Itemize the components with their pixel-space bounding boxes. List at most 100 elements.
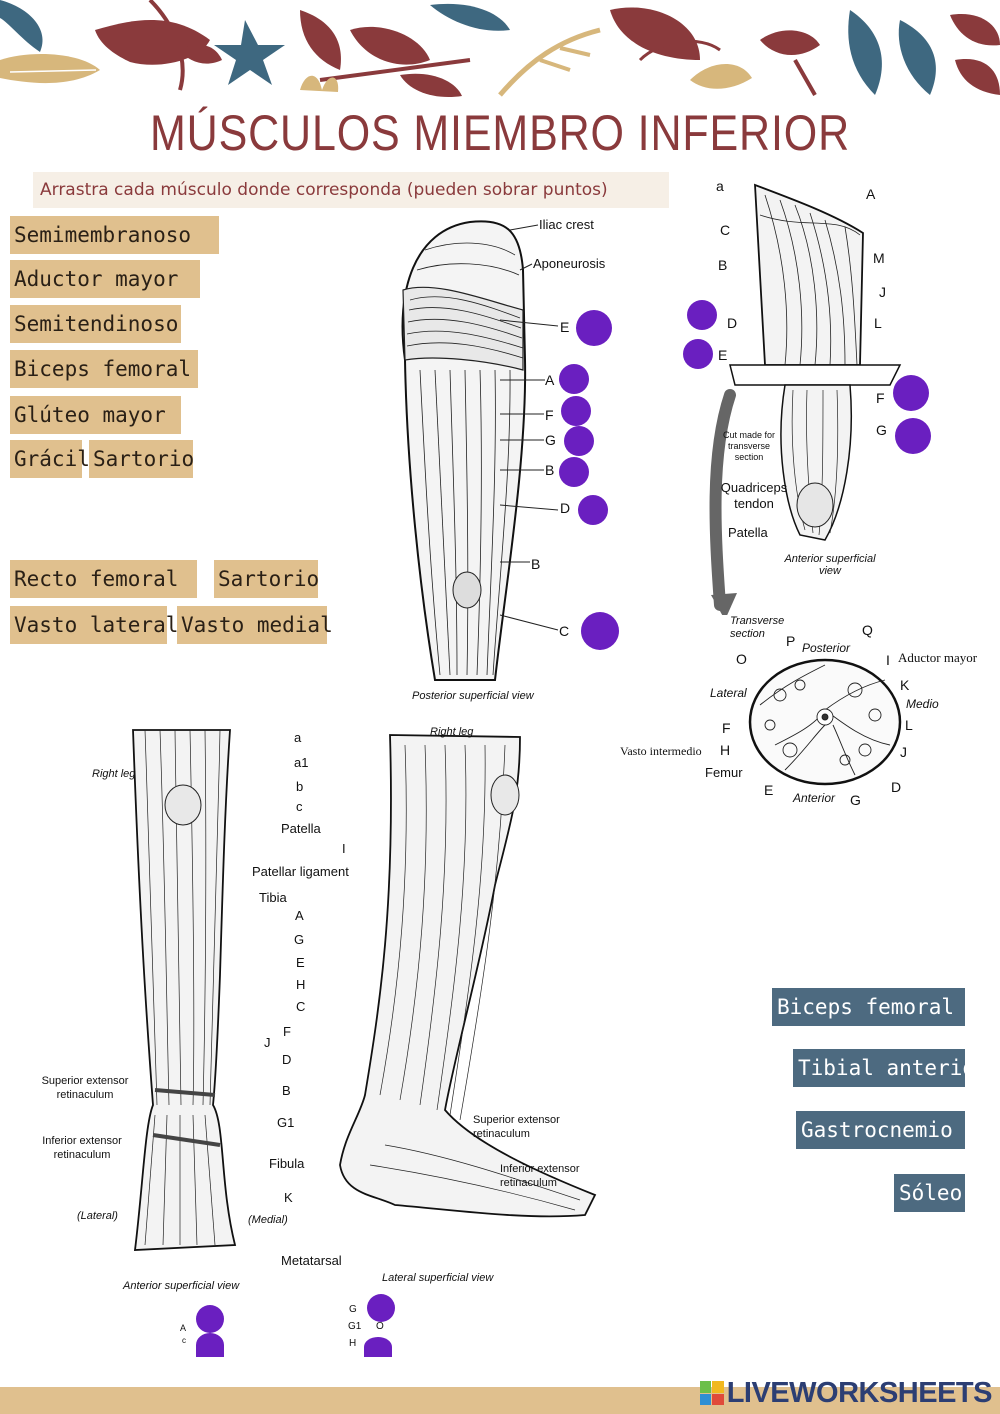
drop-dot-C[interactable] bbox=[581, 612, 619, 650]
tag-biceps-femoral-blue[interactable]: Biceps femoral bbox=[772, 988, 965, 1026]
label-superior-ext-left: Superior extensor retinaculum bbox=[41, 1075, 129, 1101]
tag-sartorio-2[interactable]: Sartorio bbox=[214, 560, 319, 598]
label-a-top: a bbox=[716, 178, 724, 194]
leg-label-C: C bbox=[296, 999, 306, 1014]
label-G-top: G bbox=[876, 422, 887, 438]
drop-dot-D-top[interactable] bbox=[687, 300, 717, 330]
label-medial-paren: (Medial) bbox=[248, 1214, 288, 1226]
label-E: E bbox=[560, 319, 570, 335]
drop-dot-E-top[interactable] bbox=[683, 339, 713, 369]
label-aponeurosis: Aponeurosis bbox=[533, 256, 606, 271]
right-leg-label-left: Right leg bbox=[92, 768, 136, 780]
leg-label-a1: a1 bbox=[294, 755, 309, 770]
bottom-letter-A: A bbox=[180, 1323, 187, 1333]
tag-vasto-lateral[interactable]: Vasto lateral bbox=[10, 606, 178, 644]
leg-label-F: F bbox=[283, 1024, 291, 1039]
label-quadriceps-tendon: Quadriceps tendon bbox=[720, 480, 788, 511]
tag-gracil[interactable]: Grácil bbox=[10, 440, 90, 478]
ts-label-posterior: Posterior bbox=[802, 641, 851, 655]
ts-label-K: K bbox=[900, 677, 910, 693]
tag-tibial-anterior[interactable]: Tibial anterior bbox=[793, 1049, 988, 1087]
label-inferior-ext-right: Inferior extensor retinaculum bbox=[500, 1163, 580, 1189]
drop-dot-B[interactable] bbox=[559, 457, 589, 487]
label-inferior-ext-left: Inferior extensor retinaculum bbox=[42, 1135, 122, 1161]
tag-recto-femoral[interactable]: Recto femoral bbox=[10, 560, 197, 598]
anterior-thigh-caption: Anterior superficial view bbox=[784, 553, 876, 577]
drop-dot-D[interactable] bbox=[578, 495, 608, 525]
tag-sartorio[interactable]: Sartorio bbox=[89, 440, 194, 478]
bottom-letter-G1: G1 bbox=[348, 1321, 362, 1332]
posterior-caption: Posterior superficial view bbox=[412, 690, 534, 702]
leg-label-tibia: Tibia bbox=[259, 890, 287, 905]
ts-label-I: I bbox=[886, 652, 890, 668]
leg-label-J: J bbox=[264, 1035, 271, 1050]
leg-label-E: E bbox=[296, 955, 305, 970]
ts-label-L: L bbox=[905, 717, 913, 733]
drop-dot-bottom-c[interactable] bbox=[196, 1333, 224, 1357]
ts-label-D: D bbox=[891, 779, 902, 795]
drop-dot-bottom-H[interactable] bbox=[364, 1337, 392, 1357]
bottom-letter-O: O bbox=[376, 1321, 384, 1332]
tag-aductor-mayor[interactable]: Aductor mayor bbox=[10, 260, 200, 298]
label-J-top: J bbox=[879, 284, 886, 300]
leg-label-c: c bbox=[296, 799, 303, 814]
right-leg-label-right: Right leg bbox=[430, 726, 474, 738]
drop-dot-A[interactable] bbox=[559, 364, 589, 394]
leg-label-patellar-ligament: Patellar ligament bbox=[252, 864, 349, 879]
ts-label-F: F bbox=[722, 720, 731, 736]
label-A: A bbox=[545, 372, 555, 388]
tag-semitendinoso[interactable]: Semitendinoso bbox=[10, 305, 181, 343]
label-B-2: B bbox=[531, 556, 541, 572]
drop-dot-bottom-G[interactable] bbox=[367, 1294, 395, 1322]
label-G: G bbox=[545, 432, 556, 448]
ts-label-vasto-intermedio: Vasto intermedio bbox=[620, 744, 702, 758]
ts-label-E: E bbox=[764, 782, 774, 798]
ts-label-anterior: Anterior bbox=[793, 791, 836, 805]
leg-label-b: b bbox=[296, 779, 304, 794]
bottom-letter-G: G bbox=[349, 1304, 357, 1315]
ts-label-H: H bbox=[720, 742, 731, 758]
footer-bar bbox=[0, 1387, 1000, 1414]
leg-label-a: a bbox=[294, 730, 302, 745]
bottom-letter-c: c bbox=[182, 1336, 186, 1345]
ts-label-P: P bbox=[786, 633, 796, 649]
leg-label-fibula: Fibula bbox=[269, 1156, 305, 1171]
logo-text: LIVEWORKSHEETS bbox=[726, 1376, 993, 1409]
leg-label-patella: Patella bbox=[281, 821, 321, 836]
drop-dot-F-top[interactable] bbox=[893, 375, 929, 411]
leg-label-G1: G1 bbox=[277, 1115, 295, 1130]
posterior-leader-lines bbox=[500, 224, 559, 631]
ts-label-J: J bbox=[900, 744, 907, 760]
leg-label-K: K bbox=[284, 1190, 293, 1205]
drop-dot-F[interactable] bbox=[561, 396, 591, 426]
leg-label-G: G bbox=[294, 932, 305, 947]
ts-label-O: O bbox=[736, 651, 747, 667]
drop-dot-bottom-A[interactable] bbox=[196, 1305, 224, 1333]
ts-label-Q: Q bbox=[862, 622, 873, 638]
drop-dot-G-top[interactable] bbox=[895, 418, 931, 454]
label-M-top: M bbox=[873, 250, 885, 266]
leg-label-I: I bbox=[342, 841, 346, 856]
drop-dot-E[interactable] bbox=[576, 310, 612, 346]
label-D: D bbox=[560, 500, 571, 516]
label-cut-made: Cut made for transverse section bbox=[722, 430, 776, 462]
ts-label-G: G bbox=[850, 792, 861, 808]
label-B: B bbox=[545, 462, 555, 478]
tag-gastrocnemio[interactable]: Gastrocnemio bbox=[796, 1111, 965, 1149]
label-L-top: L bbox=[874, 315, 882, 331]
instruction-text: Arrastra cada músculo donde corresponda … bbox=[33, 172, 669, 208]
drop-dot-G[interactable] bbox=[564, 426, 594, 456]
tag-gluteo-mayor[interactable]: Glúteo mayor bbox=[10, 396, 181, 434]
page-title: MÚSCULOS MIEMBRO INFERIOR bbox=[149, 105, 850, 161]
tag-vasto-medial[interactable]: Vasto medial bbox=[177, 606, 333, 644]
label-D-top: D bbox=[727, 315, 738, 331]
tag-semimembranoso[interactable]: Semimembranoso bbox=[10, 216, 219, 254]
label-A-top: A bbox=[866, 186, 876, 202]
label-E-top: E bbox=[718, 347, 728, 363]
tag-soleo[interactable]: Sóleo bbox=[894, 1174, 965, 1212]
tag-biceps-femoral[interactable]: Biceps femoral bbox=[10, 350, 198, 388]
leg-label-B: B bbox=[282, 1083, 291, 1098]
liveworksheets-logo[interactable]: LIVEWORKSHEETS bbox=[699, 1376, 993, 1410]
anterior-thigh-illustration bbox=[709, 183, 902, 615]
leg-label-metatarsal: Metatarsal bbox=[281, 1253, 342, 1268]
